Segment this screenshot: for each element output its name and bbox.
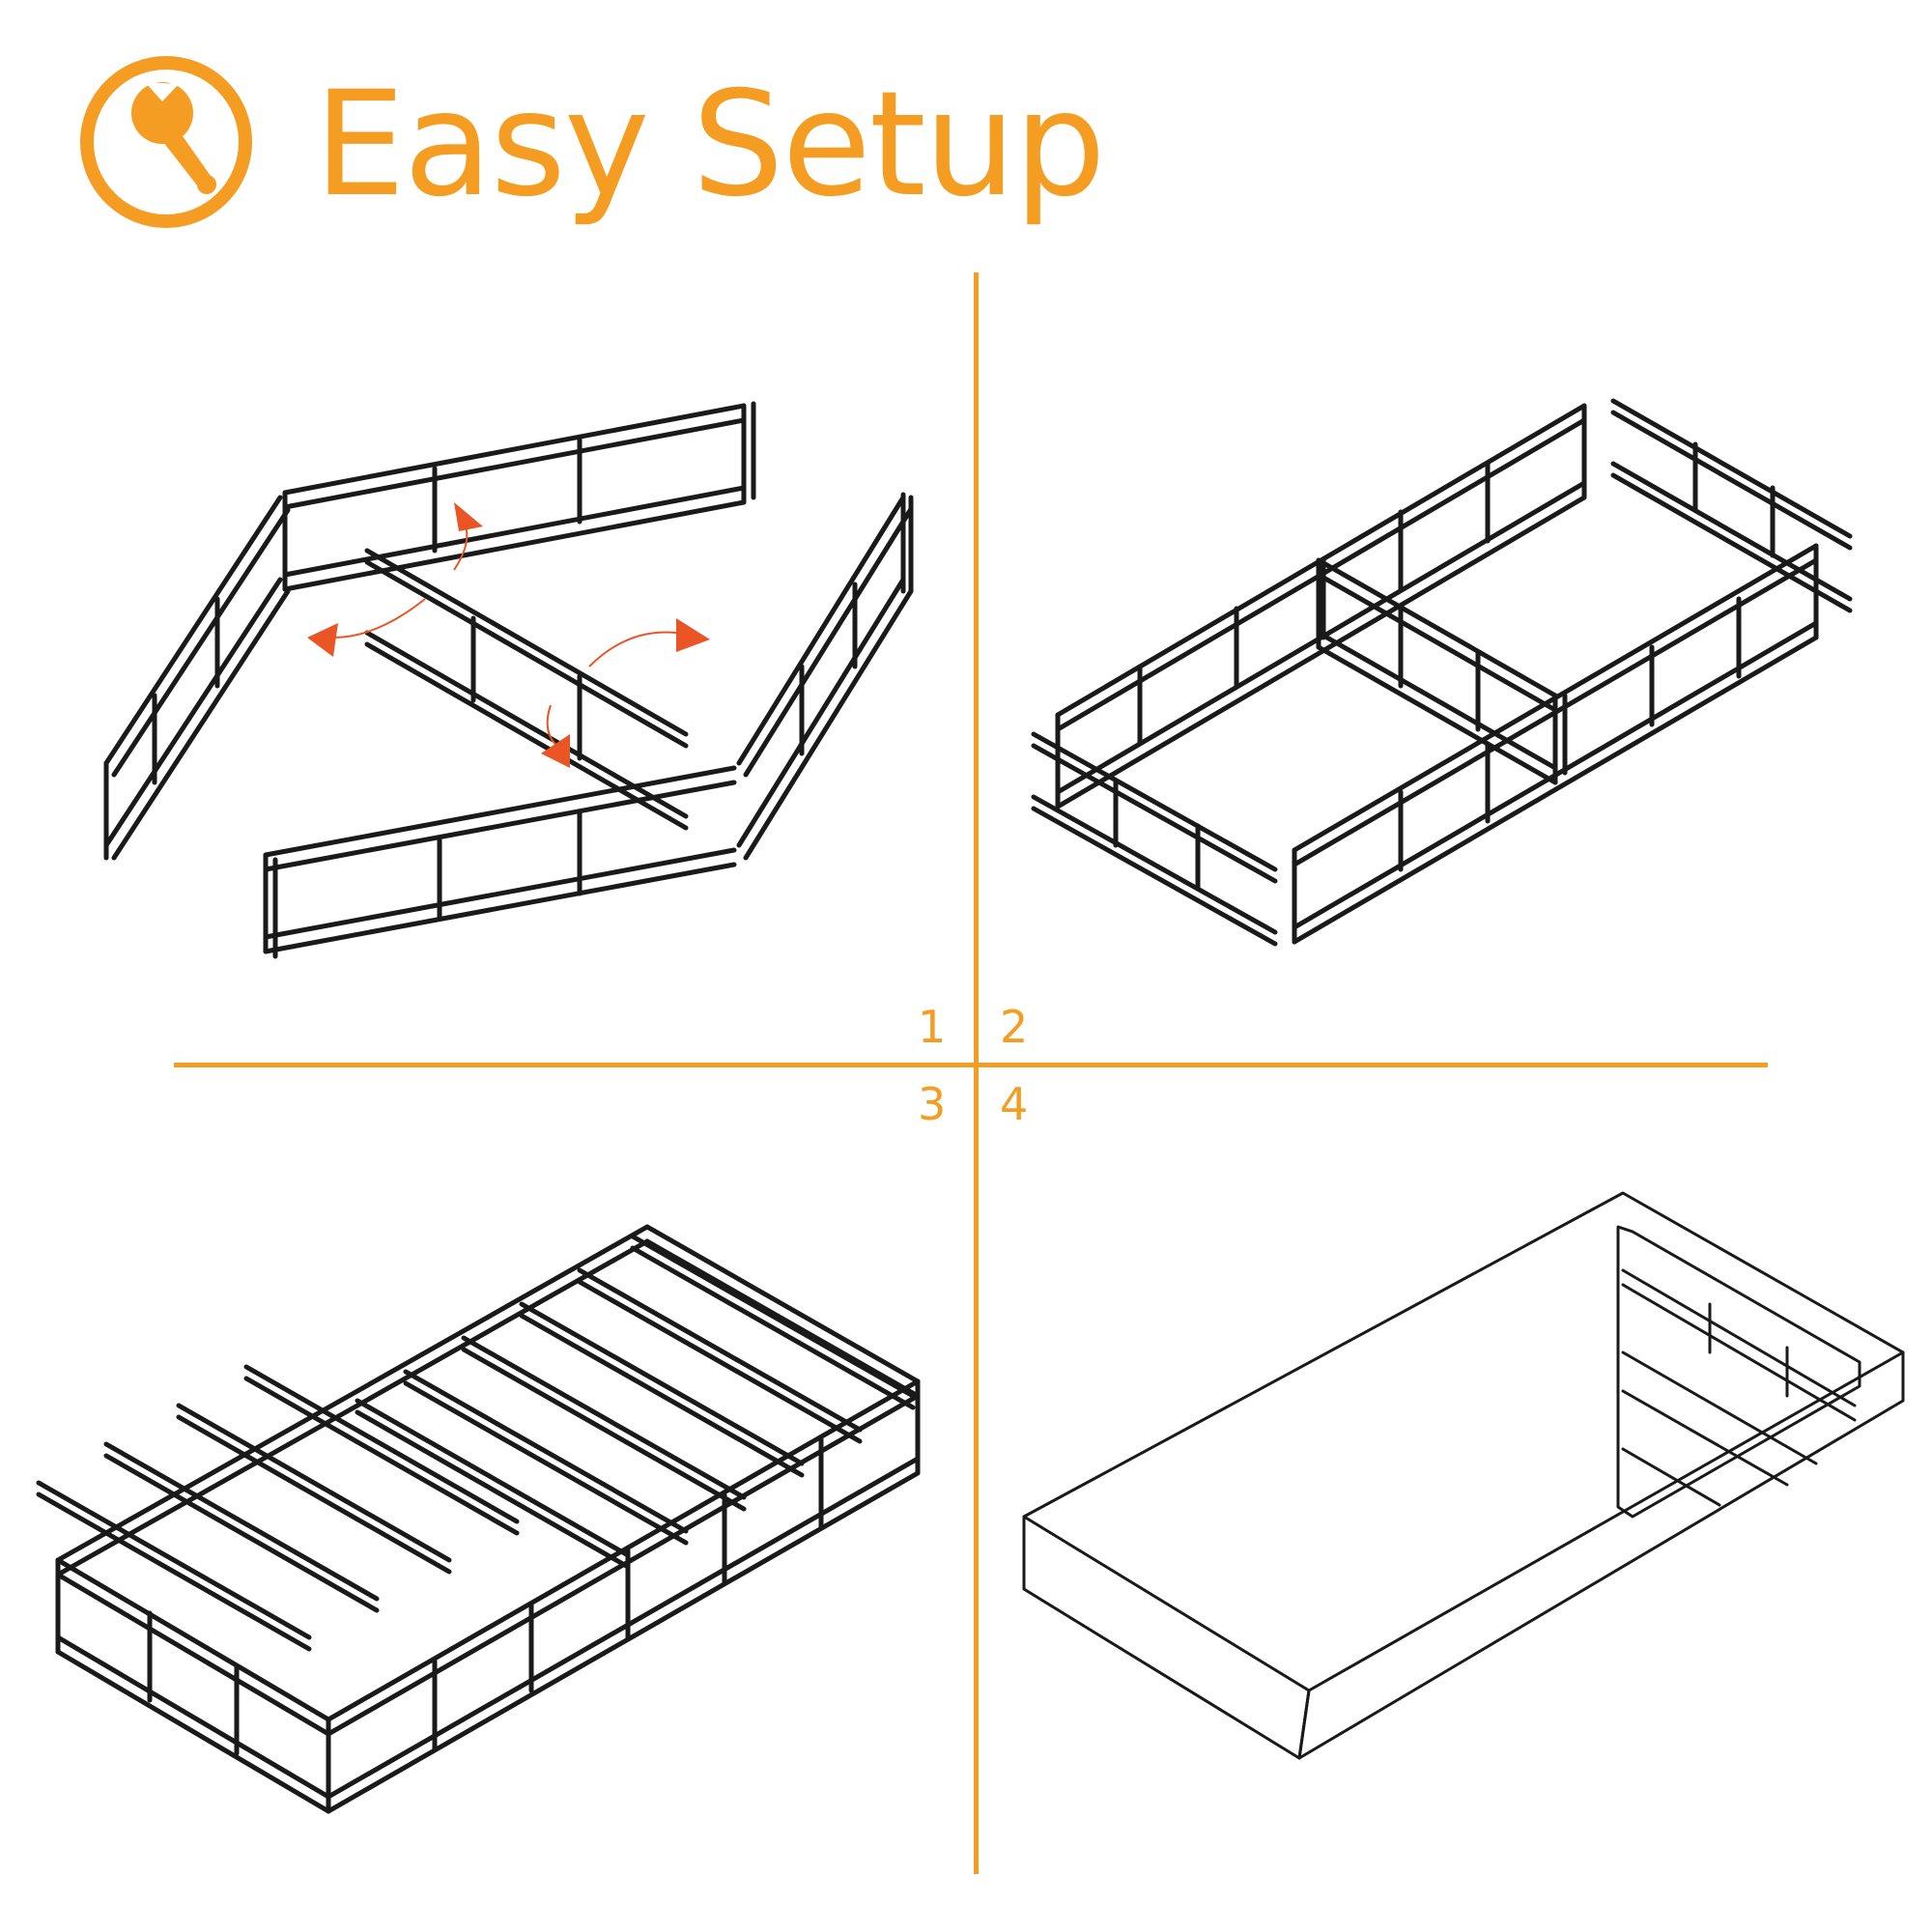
step-number-3: 3: [918, 1078, 947, 1130]
vertical-divider: [974, 272, 979, 1874]
step-3-diagram: [36, 1224, 921, 1814]
page-title: Easy Setup: [314, 61, 1106, 229]
assembled-side-frame: [1055, 403, 1819, 945]
step-number-4: 4: [1000, 1078, 1029, 1130]
left-end-rail: [103, 495, 291, 861]
loose-end-piece-right: [1610, 398, 1853, 613]
covered-foundation: [1022, 1191, 1905, 1760]
back-side-rail: [282, 401, 756, 592]
horizontal-divider: [174, 1063, 1768, 1067]
step-number-1: 1: [918, 1001, 947, 1053]
step-4-diagram: [1022, 1191, 1905, 1760]
step-1-diagram: [103, 401, 914, 959]
cutaway-frame-view: [1616, 1225, 1861, 1519]
loose-end-piece-left: [1031, 731, 1278, 947]
center-support-bar: [364, 548, 689, 831]
unfold-arrows: [307, 502, 710, 768]
step-2-diagram: [1031, 398, 1853, 947]
front-side-rail: [263, 765, 737, 959]
header: Easy Setup: [77, 53, 1140, 237]
wrench-icon: [80, 56, 252, 228]
installed-slats: [355, 1234, 916, 1570]
loose-slats: [36, 1364, 520, 1652]
right-end-rail: [736, 492, 914, 861]
step-number-2: 2: [1000, 1001, 1029, 1053]
